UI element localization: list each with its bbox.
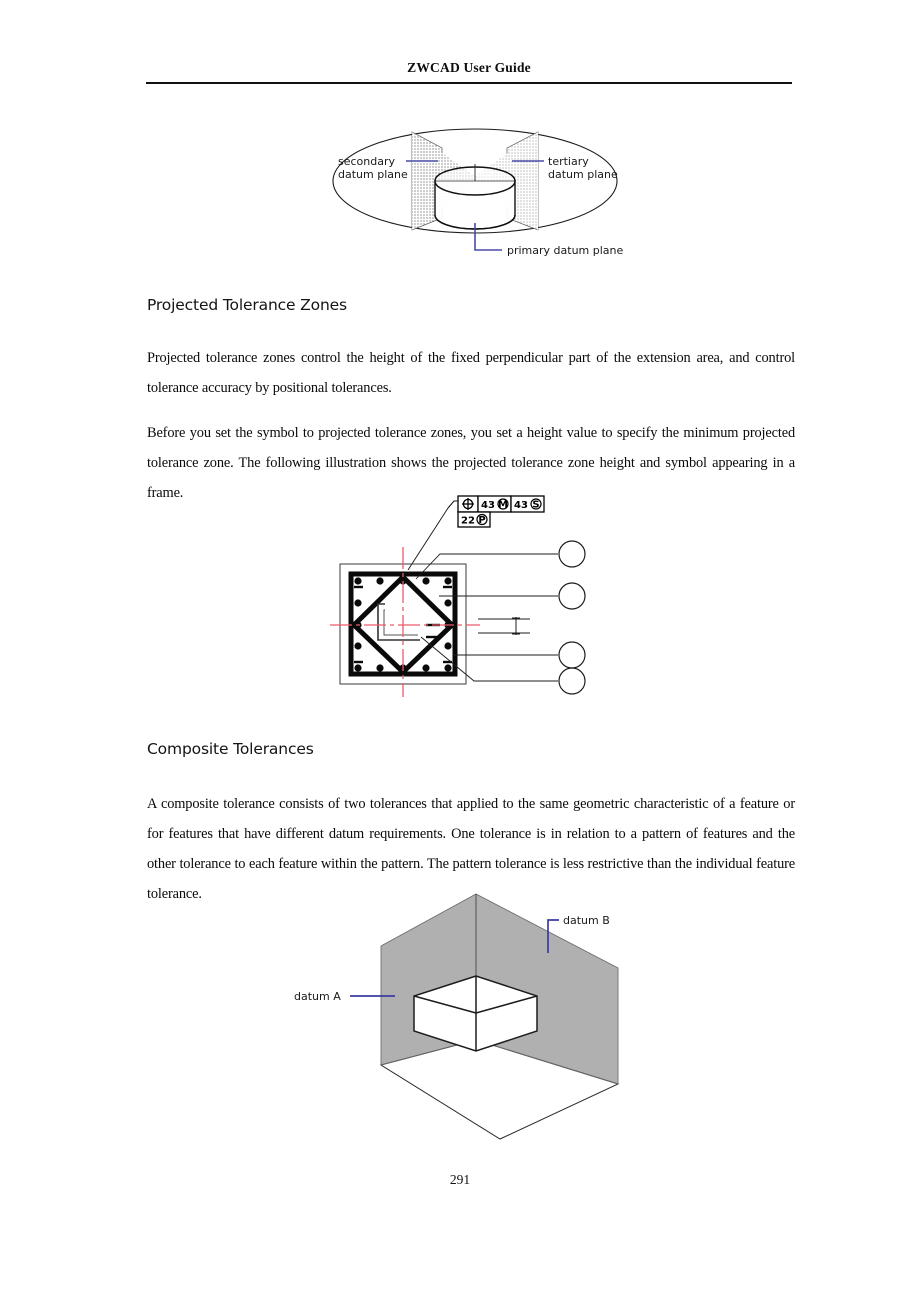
balloon-circle-1 bbox=[558, 540, 586, 568]
fcf-cell-tol2 bbox=[510, 495, 545, 513]
label-datum-b: datum B bbox=[563, 914, 610, 927]
fcf-hook bbox=[447, 500, 458, 509]
header-title: ZWCAD User Guide bbox=[407, 60, 531, 75]
balloon-leader-4 bbox=[420, 636, 558, 682]
projected-modifier-icon: P bbox=[476, 513, 488, 526]
header-rule bbox=[146, 82, 792, 84]
label-primary-datum-plane: primary datum plane bbox=[507, 244, 624, 257]
paragraph-projected-tolerance-1: Projected tolerance zones control the he… bbox=[147, 350, 795, 396]
fcf-leader-line bbox=[407, 507, 449, 571]
heading-composite-tolerances: Composite Tolerances bbox=[147, 740, 314, 758]
paragraph-projected-tolerance-2: Before you set the symbol to projected t… bbox=[147, 425, 795, 501]
hex-cube-inner-edges bbox=[413, 976, 538, 1051]
paragraph-composite-tolerance-1: A composite tolerance consists of two to… bbox=[147, 796, 795, 902]
diagonal-tie-diamond bbox=[350, 573, 456, 676]
mmc-modifier-icon: M bbox=[497, 498, 509, 511]
running-header: ZWCAD User Guide bbox=[146, 60, 792, 76]
mmc-modifier-letter: M bbox=[498, 500, 508, 511]
fcf-cell-projected bbox=[457, 511, 491, 528]
rfs-modifier-icon: S bbox=[530, 498, 542, 511]
feature-control-frame: 43 M 43 S 22 P bbox=[447, 495, 545, 528]
primary-leader-line bbox=[474, 223, 502, 251]
label-secondary-line2: datum plane bbox=[338, 168, 408, 181]
balloon-circle-3 bbox=[558, 641, 586, 669]
page-number: 291 bbox=[449, 1172, 471, 1187]
inner-l-bracket bbox=[377, 603, 420, 641]
projected-tolerance-figure: 43 M 43 S 22 P bbox=[330, 492, 605, 707]
right-wall-outline bbox=[475, 893, 619, 1085]
label-tertiary-line1: tertiary bbox=[548, 155, 589, 168]
label-datum-a: datum A bbox=[294, 990, 341, 1003]
datum-b-leader-line bbox=[547, 919, 559, 953]
heading-projected-tolerance-zones: Projected Tolerance Zones bbox=[147, 296, 347, 314]
balloon-group bbox=[415, 540, 586, 695]
fcf-value-2: 43 bbox=[514, 500, 528, 511]
projected-modifier-letter: P bbox=[478, 515, 485, 526]
balloon-leader-1 bbox=[415, 553, 558, 580]
height-dimension bbox=[478, 617, 530, 635]
label-tertiary-line2: datum plane bbox=[548, 168, 618, 181]
balloon-circle-2 bbox=[558, 582, 586, 610]
datum-planes-figure: secondary datum plane tertiary datum pla… bbox=[330, 118, 624, 273]
balloon-circle-4 bbox=[558, 667, 586, 695]
rebar-dots bbox=[354, 577, 452, 672]
composite-tolerance-figure: datum A datum B bbox=[288, 888, 640, 1140]
position-symbol-icon bbox=[462, 498, 474, 510]
rfs-modifier-letter: S bbox=[532, 500, 539, 511]
fcf-value-1: 43 bbox=[481, 500, 495, 511]
inner-l-bracket-offset bbox=[383, 609, 418, 636]
label-secondary-line1: secondary bbox=[338, 155, 395, 168]
fcf-projected-value: 22 bbox=[461, 516, 475, 527]
